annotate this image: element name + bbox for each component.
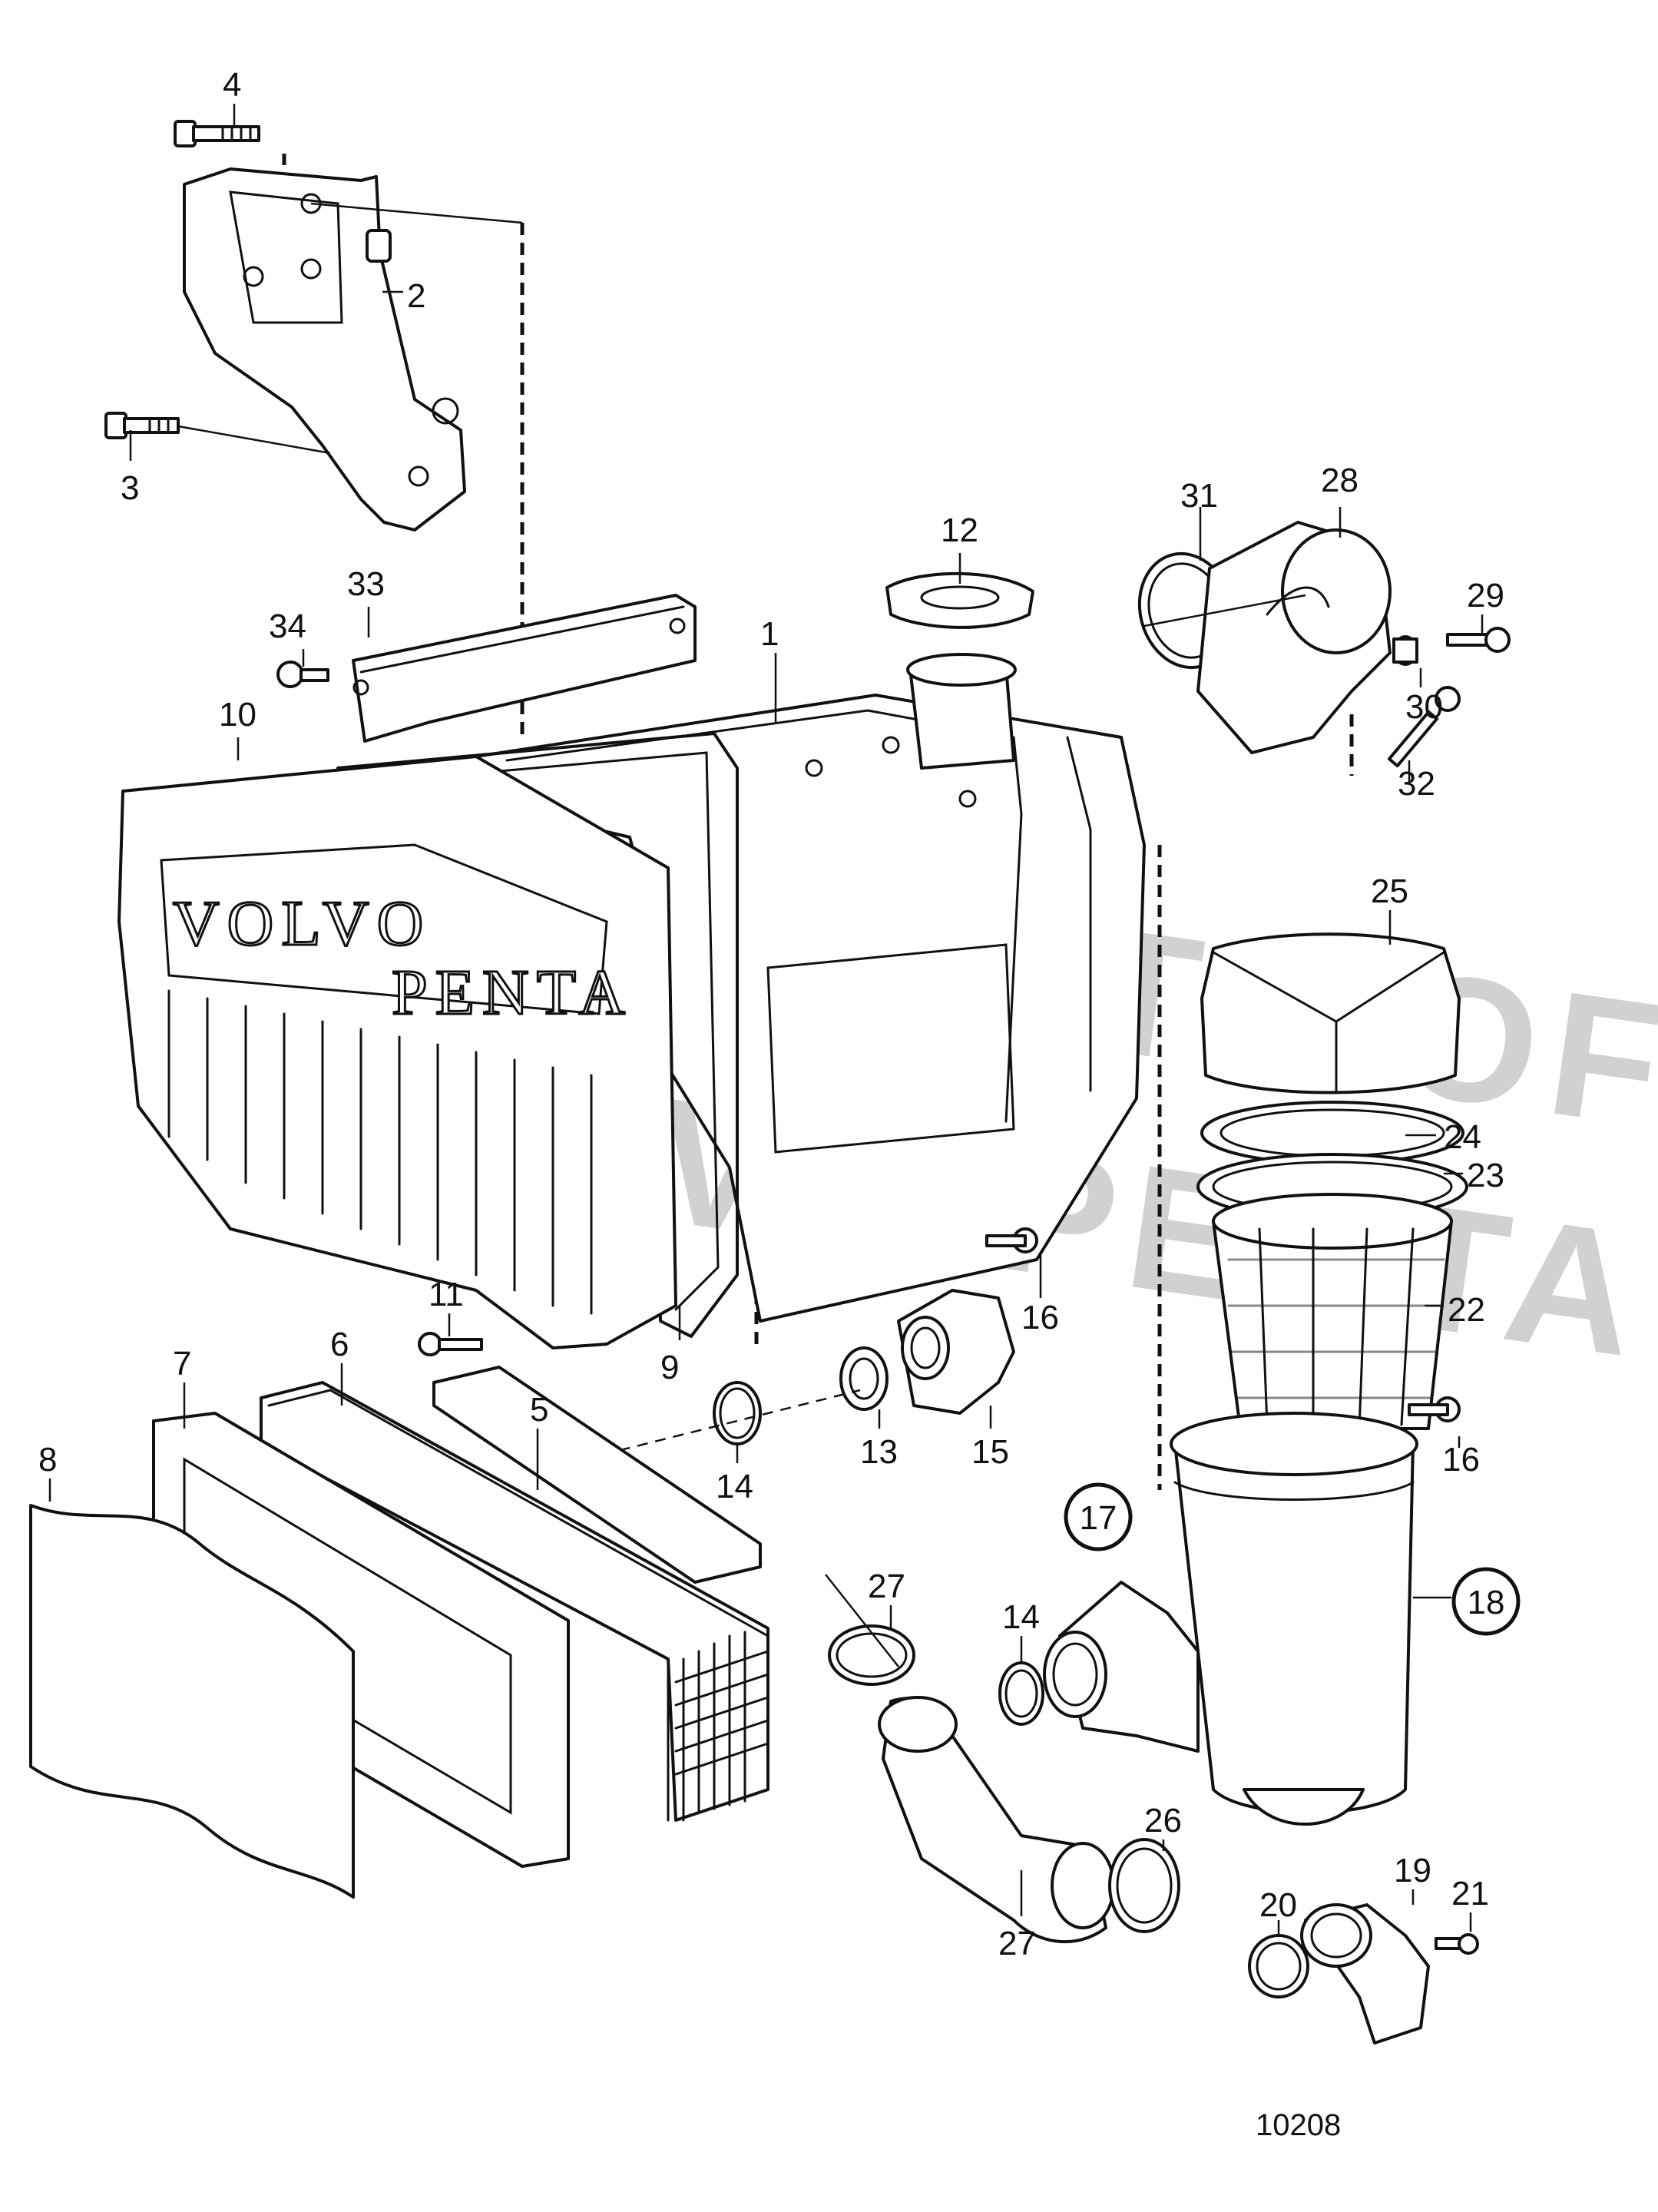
part-14-oring-lower (998, 1661, 1044, 1726)
part-2-bracket (183, 167, 466, 531)
callout-29: 29 (1467, 577, 1504, 614)
callout-27-lower: 27 (998, 1925, 1036, 1962)
callout-13: 13 (860, 1433, 898, 1471)
part-26-hose-clamp (1108, 1838, 1180, 1933)
part-30-sleeve (1392, 635, 1418, 666)
part-11-screw (418, 1332, 483, 1356)
part-16-screw-lower (1408, 1396, 1461, 1422)
callout-1: 1 (760, 615, 779, 653)
callout-23: 23 (1467, 1157, 1504, 1194)
part-16-screw-upper (985, 1227, 1038, 1253)
part-19-elbow (1300, 1903, 1430, 2045)
part-14-oring-upper (713, 1381, 762, 1445)
part-13-sleeve (839, 1346, 889, 1411)
callout-18-circled: 18 (1451, 1567, 1521, 1636)
logo-penta: PENTA (392, 957, 633, 1028)
part-27-hose (878, 1696, 1115, 1944)
callout-leaders (48, 104, 1484, 1936)
leader-2-hole (310, 202, 523, 224)
part-18-filter-housing (1170, 1412, 1418, 1826)
part-25-filter-cap (1200, 932, 1461, 1094)
callout-5: 5 (530, 1391, 548, 1429)
part-34-screw (276, 661, 329, 688)
part-15-elbow (897, 1289, 1015, 1415)
callout-11: 11 (429, 1276, 464, 1313)
callout-14-upper: 14 (716, 1468, 753, 1505)
part-29-screw (1446, 627, 1511, 653)
callout-7: 7 (173, 1345, 191, 1382)
leader-31 (1143, 594, 1306, 628)
part-3-bolt (104, 412, 180, 439)
callout-16-lower: 16 (1442, 1441, 1480, 1479)
leader-27-upper (825, 1574, 899, 1667)
part-28-flange-elbow (1196, 521, 1392, 754)
callout-17-circled: 17 (1064, 1482, 1133, 1551)
callout-9: 9 (660, 1349, 679, 1386)
part-8-gasket-sheet (29, 1504, 355, 1899)
part-20-oring (1248, 1934, 1309, 1998)
drawing-number: 10208 (1256, 2108, 1341, 2142)
callout-24: 24 (1444, 1118, 1481, 1156)
part-10-cover: VOLVO PENTA (117, 755, 677, 1349)
callout-2: 2 (407, 277, 425, 315)
callout-22: 22 (1448, 1291, 1485, 1329)
callout-21: 21 (1451, 1875, 1489, 1912)
callout-28: 28 (1321, 462, 1359, 499)
logo-volvo: VOLVO (173, 888, 431, 959)
callout-12: 12 (941, 512, 978, 549)
callout-25: 25 (1371, 873, 1408, 910)
part-4-bolt (174, 120, 260, 147)
callout-10: 10 (219, 696, 256, 733)
callout-4: 4 (223, 66, 241, 104)
callout-6: 6 (330, 1326, 349, 1363)
svg-text:17: 17 (1080, 1499, 1117, 1537)
part-33-cover-strip (352, 594, 697, 743)
callout-3: 3 (121, 469, 139, 507)
part-5-gasket-plate (432, 1366, 762, 1584)
callout-26: 26 (1144, 1802, 1182, 1839)
part-12-filler-cap (885, 571, 1034, 629)
leader-13-5 (583, 1389, 861, 1461)
callout-30: 30 (1405, 688, 1443, 726)
callout-8: 8 (38, 1441, 57, 1479)
part-22-strainer (1212, 1193, 1453, 1430)
part-32-bolt (1387, 686, 1461, 768)
callout-15: 15 (971, 1433, 1009, 1471)
part-27-hose-clamp (828, 1624, 915, 1686)
callout-32: 32 (1398, 765, 1435, 803)
callout-20: 20 (1259, 1886, 1297, 1924)
svg-text:18: 18 (1468, 1584, 1505, 1621)
part-21-screw (1435, 1933, 1479, 1955)
housing-inlet-branch (1043, 1581, 1200, 1753)
callout-33: 33 (347, 565, 385, 603)
part-1-housing (475, 653, 1146, 1323)
leader-3 (177, 425, 331, 455)
callout-27-upper: 27 (868, 1568, 905, 1605)
callout-14-lower: 14 (1002, 1598, 1040, 1636)
callout-19: 19 (1394, 1852, 1431, 1889)
callout-34: 34 (269, 608, 306, 645)
callout-16-upper: 16 (1021, 1299, 1059, 1336)
callout-31: 31 (1180, 477, 1218, 515)
